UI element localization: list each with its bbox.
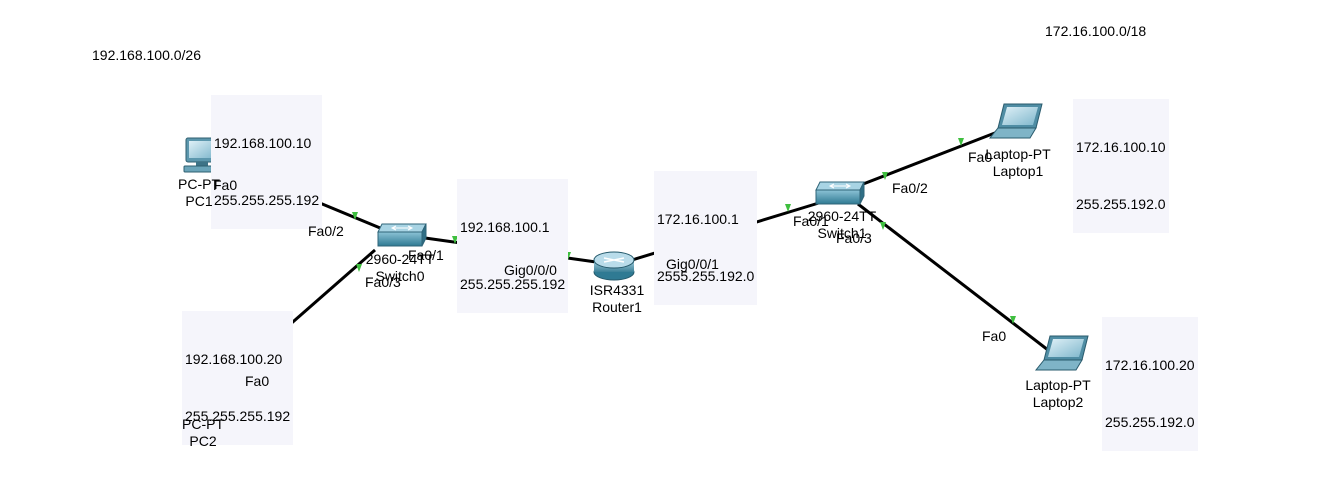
router-label: ISR4331 Router1 bbox=[581, 282, 653, 316]
note-router-left-mask: 255.255.255.192 bbox=[460, 276, 566, 292]
note-pc1-mask: 255.255.255.192 bbox=[214, 192, 320, 208]
switch0-model: 2960-24TT bbox=[365, 251, 435, 267]
port-switch0-fa0-2: Fa0/2 bbox=[308, 223, 344, 239]
port-switch1-fa0-2: Fa0/2 bbox=[892, 180, 928, 196]
network-label-left: 192.168.100.0/26 bbox=[92, 47, 201, 63]
laptop1-model: Laptop-PT bbox=[985, 146, 1051, 162]
note-pc1-ip: 192.168.100.10 bbox=[214, 135, 312, 151]
laptop2-icon[interactable] bbox=[1034, 335, 1089, 371]
laptop1-label: Laptop-PT Laptop1 bbox=[979, 146, 1057, 180]
port-switch1-fa0-1: Fa0/1 bbox=[793, 213, 829, 229]
note-laptop2-ip: 172.16.100.20 bbox=[1105, 357, 1195, 373]
pc2-model: PC-PT bbox=[182, 416, 224, 432]
port-router-gig0-0-0: Gig0/0/0 bbox=[504, 262, 557, 278]
pc2-name: PC2 bbox=[189, 433, 217, 449]
switch1-label: 2960-24TT Switch1 bbox=[802, 208, 882, 242]
link-light bbox=[880, 222, 886, 230]
note-router-right-mask: 2555.255.192.0 bbox=[657, 268, 755, 284]
port-pc2-fa0: Fa0 bbox=[245, 373, 270, 389]
laptop2-model: Laptop-PT bbox=[1025, 377, 1091, 393]
link-light bbox=[452, 236, 458, 244]
switch0-icon[interactable] bbox=[377, 223, 427, 247]
network-label-right: 172.16.100.0/18 bbox=[1045, 23, 1147, 39]
note-pc2[interactable]: 192.168.100.20 255.255.255.192 bbox=[182, 311, 294, 445]
laptop1-icon[interactable] bbox=[988, 103, 1043, 139]
port-pc1-fa0: Fa0 bbox=[213, 177, 238, 193]
port-switch1-fa0-3: Fa0/3 bbox=[836, 230, 872, 246]
switch0-name: Switch0 bbox=[375, 268, 425, 284]
note-pc1[interactable]: 192.168.100.10 255.255.255.192 bbox=[211, 95, 323, 229]
router-name: Router1 bbox=[592, 299, 642, 315]
port-switch0-fa0-3: Fa0/3 bbox=[365, 274, 401, 290]
laptop2-label: Laptop-PT Laptop2 bbox=[1018, 377, 1098, 411]
switch0-label: 2960-24TT Switch0 bbox=[362, 251, 438, 285]
pc1-label: PC-PT PC1 bbox=[170, 176, 228, 210]
note-pc2-mask: 255.255.255.192 bbox=[185, 408, 291, 424]
note-router-right-ip: 172.16.100.1 bbox=[657, 211, 739, 227]
link-light bbox=[958, 138, 964, 146]
port-laptop2-fa0: Fa0 bbox=[982, 328, 1007, 344]
link-light bbox=[882, 172, 888, 180]
note-router-right[interactable]: 172.16.100.1 2555.255.192.0 bbox=[654, 171, 758, 305]
laptop1-name: Laptop1 bbox=[992, 163, 1044, 179]
link-light bbox=[356, 264, 362, 272]
laptop2-name: Laptop2 bbox=[1032, 394, 1084, 410]
pc1-name: PC1 bbox=[185, 193, 213, 209]
switch1-icon[interactable] bbox=[815, 181, 865, 205]
port-router-gig0-0-1: Gig0/0/1 bbox=[666, 256, 719, 272]
pc2-label: PC-PT PC2 bbox=[172, 416, 234, 450]
switch1-name: Switch1 bbox=[817, 225, 867, 241]
port-switch0-fa0-1: Fa0/1 bbox=[408, 247, 444, 263]
switch1-model: 2960-24TT bbox=[807, 208, 877, 224]
note-router-left-ip: 192.168.100.1 bbox=[460, 219, 550, 235]
note-laptop1-ip: 172.16.100.10 bbox=[1076, 139, 1166, 155]
note-router-left[interactable]: 192.168.100.1 255.255.255.192 bbox=[457, 179, 569, 313]
note-laptop1-mask: 255.255.192.0 bbox=[1076, 196, 1166, 212]
note-laptop1[interactable]: 172.16.100.10 255.255.192.0 bbox=[1073, 99, 1169, 233]
link-switch1-laptop1[interactable] bbox=[857, 129, 1001, 188]
link-light bbox=[785, 204, 791, 212]
pc1-model: PC-PT bbox=[178, 176, 220, 192]
note-laptop2-mask: 255.255.192.0 bbox=[1105, 414, 1195, 430]
link-light bbox=[352, 212, 358, 220]
link-light bbox=[1010, 316, 1016, 324]
note-laptop2[interactable]: 172.16.100.20 255.255.192.0 bbox=[1102, 317, 1198, 451]
port-laptop1-fa0: Fa0 bbox=[968, 149, 993, 165]
note-pc2-ip: 192.168.100.20 bbox=[185, 351, 283, 367]
router-model: ISR4331 bbox=[589, 282, 645, 298]
link-switch1-laptop2[interactable] bbox=[857, 202, 1049, 352]
router-icon[interactable] bbox=[593, 251, 635, 281]
